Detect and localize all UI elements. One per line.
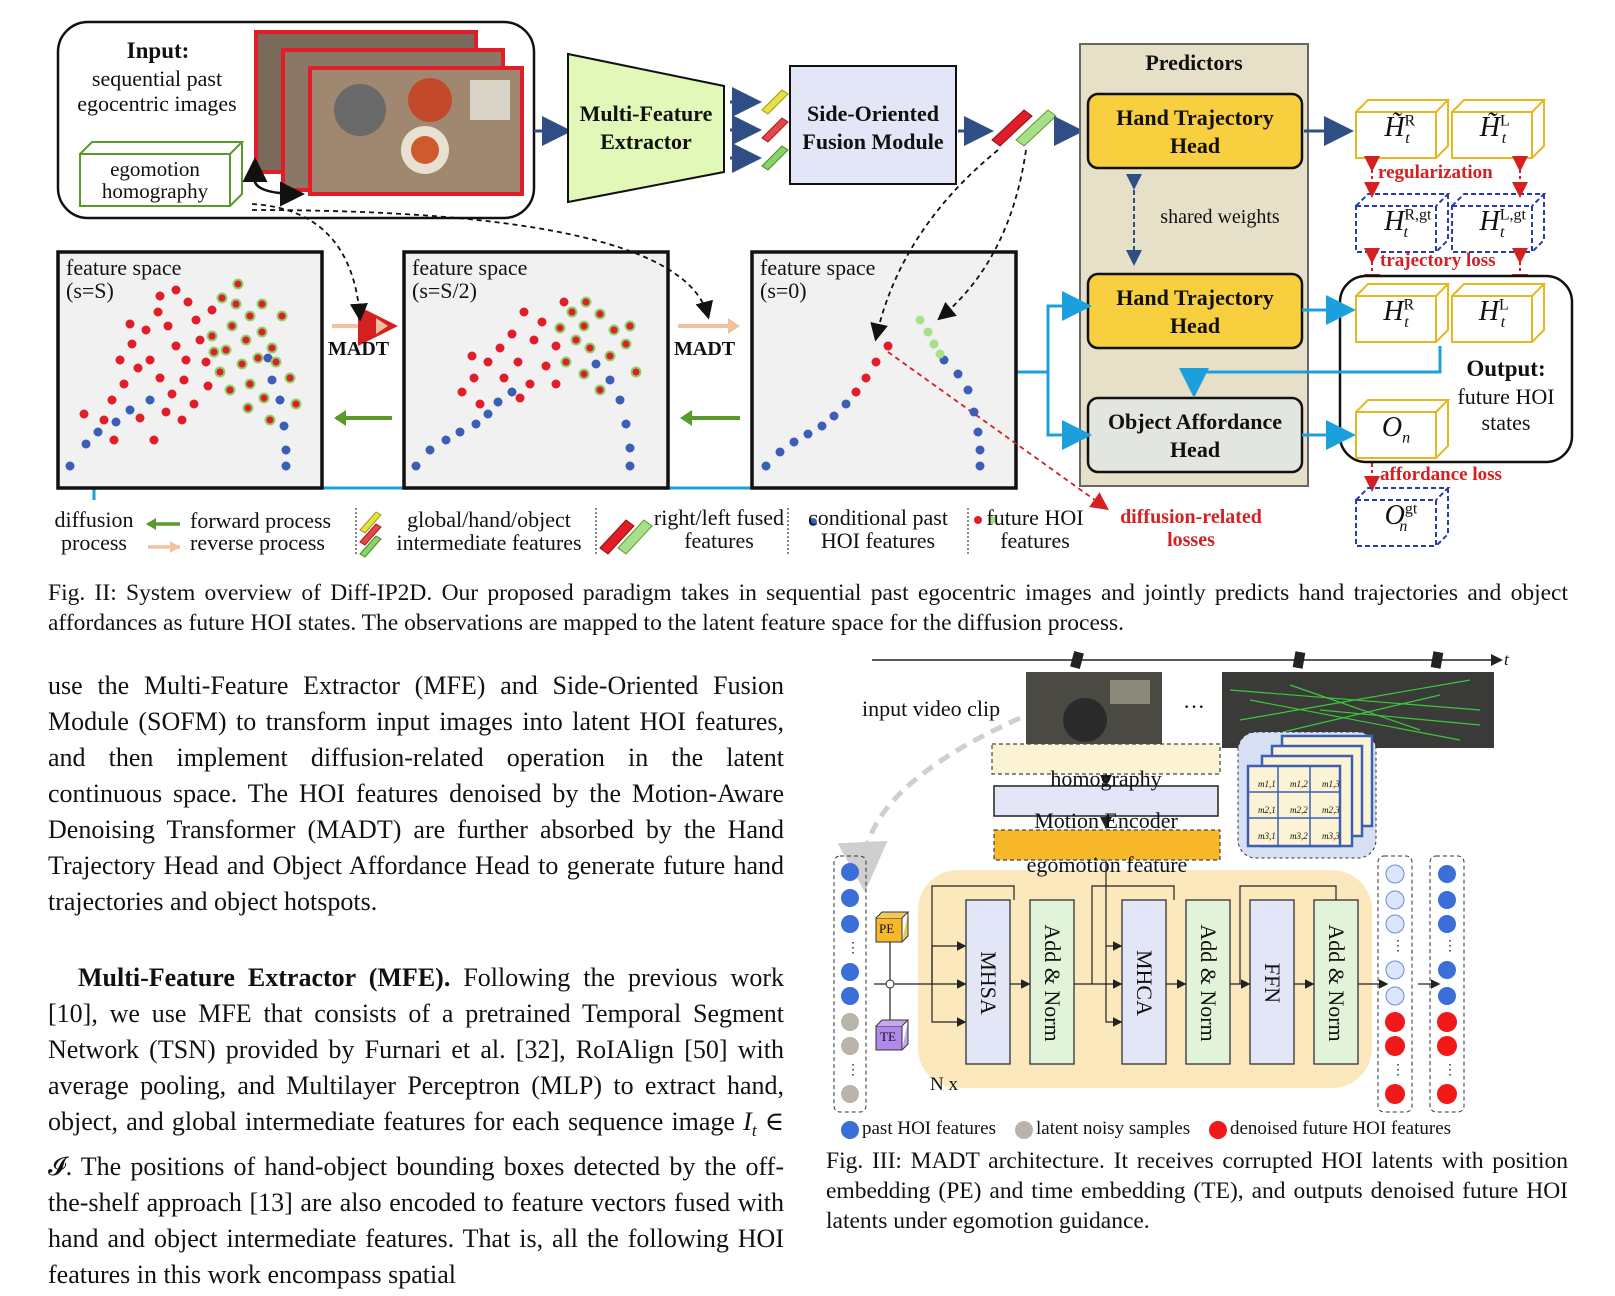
legend-conditional: conditional past HOI features xyxy=(808,505,948,553)
ffn-block[interactable]: FFN xyxy=(1260,962,1285,1004)
input-video-clip-label: input video clip xyxy=(862,696,1001,721)
o-out: On xyxy=(1381,412,1411,447)
h-tilde-l: H̃Lt xyxy=(1479,112,1510,147)
nx-label: N x xyxy=(930,1074,958,1095)
legend-noisy: latent noisy samples xyxy=(1036,1118,1191,1139)
legend-past-hoi: past HOI features xyxy=(862,1118,997,1139)
fig2-caption: Fig. II: System overview of Diff-IP2D. O… xyxy=(48,580,1568,636)
egomotion-feature-label: egomotion feature xyxy=(1026,852,1188,877)
legend-future: future HOI features xyxy=(986,505,1084,553)
scatter-1 xyxy=(65,278,302,471)
scatter-3 xyxy=(761,315,985,471)
legend-denoised: denoised future HOI features xyxy=(1230,1118,1452,1139)
mhsa-block[interactable]: MHSA xyxy=(976,951,1001,1015)
fig3-diagram: ⋮ ⋮ ⋮ ⋮ ⋮ ⋮ xyxy=(833,650,1503,1139)
svg-text:⋮: ⋮ xyxy=(1391,1063,1405,1078)
hand-trajectory-head-top[interactable]: Hand Trajectory Head xyxy=(1116,105,1274,158)
pe-label: PE xyxy=(879,921,895,936)
paragraph-1: use the Multi-Feature Extractor (MFE) an… xyxy=(48,671,784,916)
diffusion-losses-label: diffusion-related losses xyxy=(1120,506,1262,551)
svg-text:⋮: ⋮ xyxy=(1443,939,1457,954)
fs-panel-3 xyxy=(750,250,1018,490)
shared-weights-label: shared weights xyxy=(1160,206,1280,228)
svg-text:⋮: ⋮ xyxy=(1443,1063,1457,1078)
output-desc: future HOI states xyxy=(1457,384,1555,435)
fs1-label: feature space (s=S) xyxy=(66,255,182,303)
legend-fused: right/left fused features xyxy=(653,505,785,553)
regularization-label: regularization xyxy=(1378,162,1493,183)
affordance-loss-label: affordance loss xyxy=(1380,464,1502,485)
input-desc: sequential past egocentric images xyxy=(77,66,237,116)
fig3-caption: Fig. III: MADT architecture. It receives… xyxy=(826,1148,1568,1234)
fs3-label: feature space (s=0) xyxy=(760,255,876,303)
madt-label-2: MADT xyxy=(674,338,736,360)
paragraph-2: Multi-Feature Extractor (MFE). Following… xyxy=(48,963,784,1290)
hand-trajectory-head-bottom[interactable]: Hand Trajectory Head xyxy=(1116,285,1274,338)
svg-text:⋮: ⋮ xyxy=(846,941,860,956)
te-label: TE xyxy=(880,1029,896,1044)
sofm-label: Side-Oriented Fusion Module xyxy=(802,101,944,154)
legend-intermediate: global/hand/object intermediate features xyxy=(396,507,582,555)
homography-label: homography xyxy=(1050,766,1162,791)
input-token-column xyxy=(841,863,859,1103)
motion-encoder-label[interactable]: Motion Encoder xyxy=(1034,808,1178,833)
add-norm-block-2[interactable]: Add & Norm xyxy=(1196,924,1221,1042)
svg-text:⋮: ⋮ xyxy=(1391,939,1405,954)
madt-label-1: MADT xyxy=(328,338,390,360)
trajectory-loss-label: trajectory loss xyxy=(1380,250,1496,271)
h-tilde-r: H̃Rt xyxy=(1384,112,1416,147)
scatter-2 xyxy=(411,296,642,471)
object-affordance-head[interactable]: Object Affordance Head xyxy=(1107,409,1283,462)
egomotion-label: egomotion homography xyxy=(101,157,209,203)
output-title: Output: xyxy=(1466,356,1546,381)
input-title: Input: xyxy=(126,38,190,63)
svg-text:⋮: ⋮ xyxy=(846,1063,860,1078)
h-gt-r: HR,gtt xyxy=(1384,206,1432,241)
fs-panel-1 xyxy=(56,250,324,490)
mhca-block[interactable]: MHCA xyxy=(1132,949,1157,1016)
legend-forward: forward process xyxy=(190,508,332,533)
fs-panel-2 xyxy=(402,250,670,490)
fig2-diagram xyxy=(56,20,1574,558)
mfe-block xyxy=(567,52,725,204)
fs2-label: feature space (s=S/2) xyxy=(412,255,528,303)
latent-token-column xyxy=(1385,864,1405,1104)
h-gt-l: HL,gtt xyxy=(1479,206,1526,241)
predictors-title: Predictors xyxy=(1145,50,1243,75)
time-axis-label: t xyxy=(1504,650,1509,669)
legend-diffusion-process: diffusion process xyxy=(54,507,134,555)
mfe-heading: Multi-Feature Extractor (MFE). xyxy=(78,963,451,992)
legend-reverse: reverse process xyxy=(190,530,325,555)
sofm-block xyxy=(789,65,957,185)
output-token-column xyxy=(1437,865,1457,1104)
clip-ellipsis: ··· xyxy=(1183,694,1205,719)
mfe-label: Multi-Feature Extractor xyxy=(579,101,713,154)
h-out-l: HLt xyxy=(1478,296,1509,331)
h-out-r: HRt xyxy=(1383,296,1415,331)
o-gt: Ogtn xyxy=(1384,500,1418,535)
add-norm-block-3[interactable]: Add & Norm xyxy=(1324,924,1349,1042)
add-norm-block-1[interactable]: Add & Norm xyxy=(1040,924,1065,1042)
